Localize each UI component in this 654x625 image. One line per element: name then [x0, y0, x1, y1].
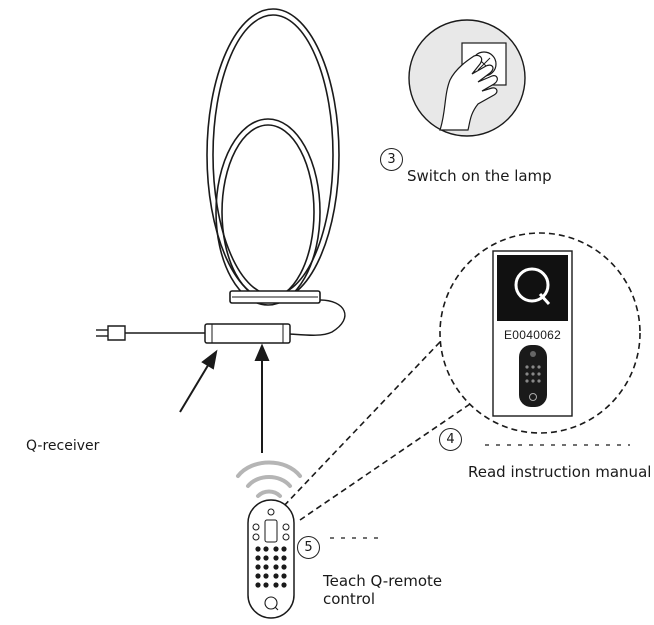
q-remote-control	[247, 499, 295, 619]
step-5-label: Teach Q-remote control	[323, 572, 443, 608]
power-plug-icon	[96, 325, 126, 341]
q-receiver-box	[204, 323, 291, 344]
lamp-illustration	[206, 8, 340, 306]
step-5-number: 5	[297, 536, 320, 559]
instruction-manual-icon	[492, 250, 573, 417]
manual-product-code: E0040062	[504, 328, 562, 342]
q-receiver-label: Q-receiver	[26, 438, 100, 454]
wireless-signal-icon	[236, 460, 302, 498]
arrow-remote-to-receiver	[254, 343, 270, 453]
step-3-number: 3	[380, 148, 403, 171]
step-3-label: Switch on the lamp	[407, 167, 552, 185]
step-4-number: 4	[439, 428, 462, 451]
lamp-cable	[125, 299, 346, 336]
step-4-label: Read instruction manual	[468, 463, 652, 481]
arrow-to-receiver	[179, 349, 218, 413]
manual-dash-line	[330, 444, 630, 539]
wall-switch-illustration	[408, 19, 526, 137]
manual-magnifier	[279, 232, 641, 521]
